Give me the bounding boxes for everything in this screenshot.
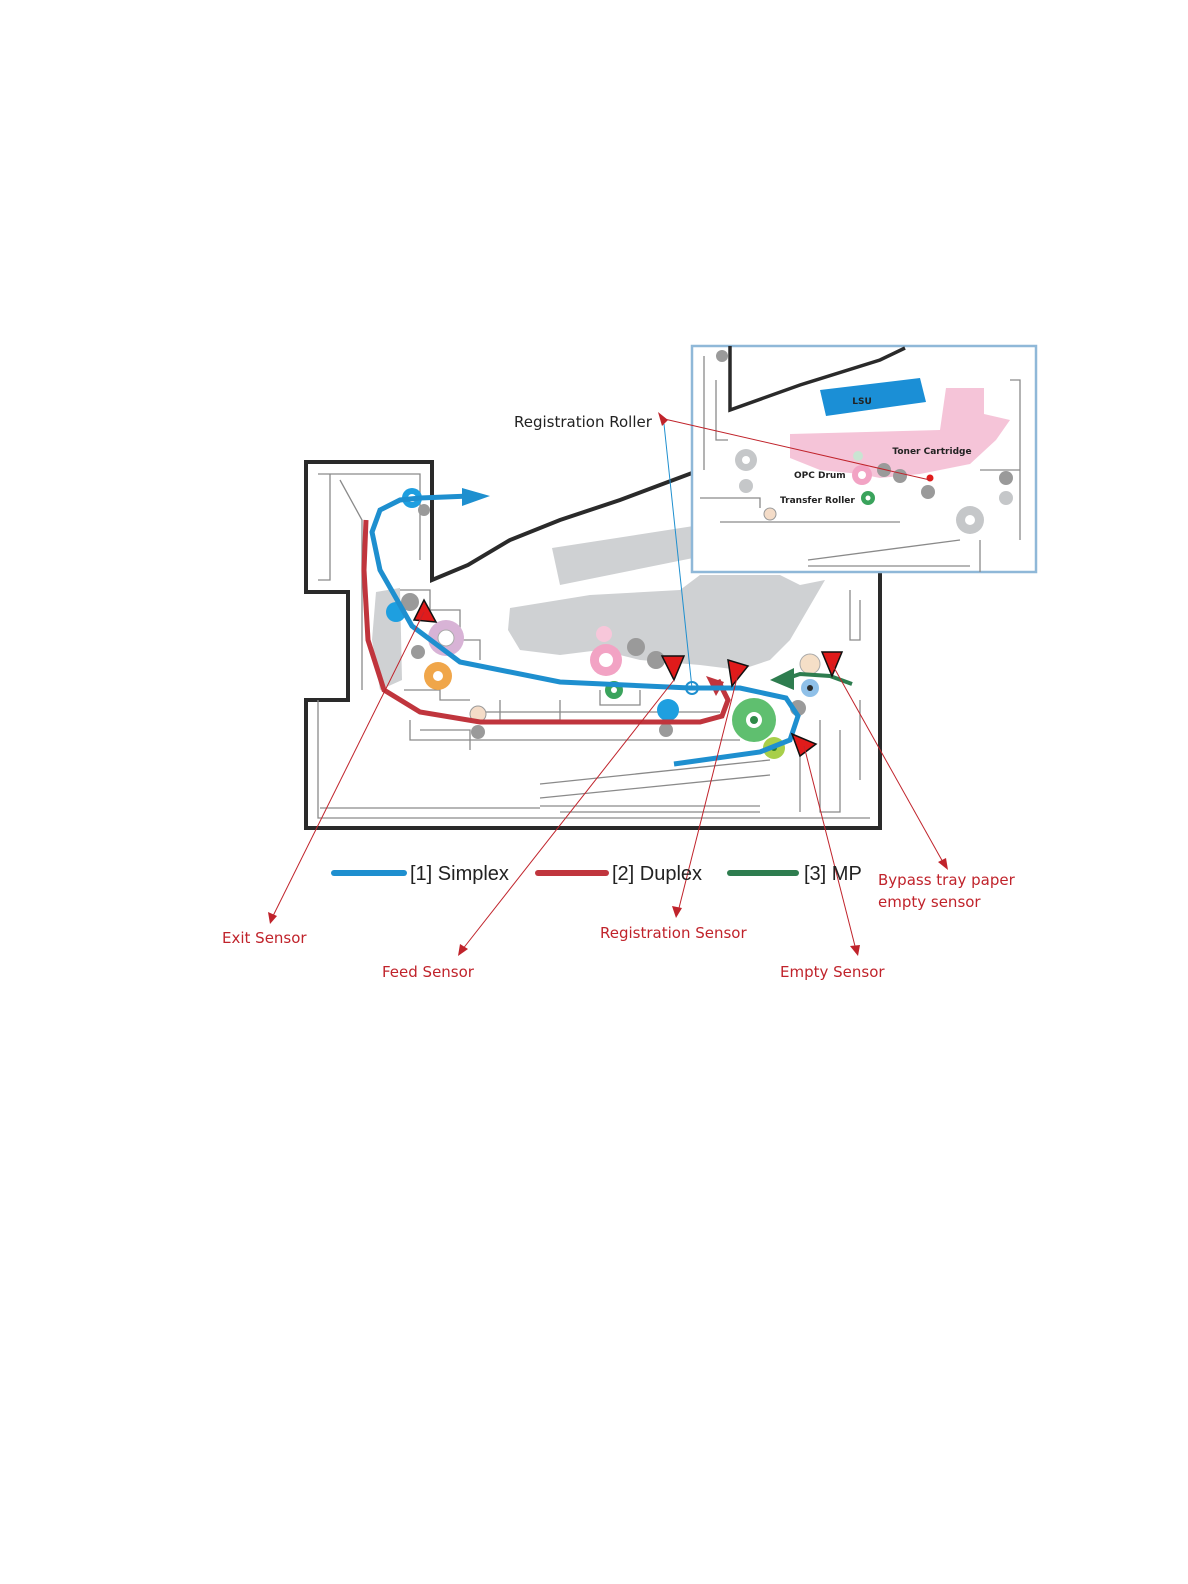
legend-simplex-label: [1] Simplex bbox=[410, 863, 509, 885]
legend-duplex-label: [2] Duplex bbox=[612, 863, 702, 885]
mp-pickup-roller bbox=[800, 654, 820, 674]
inset-supply-roller bbox=[893, 469, 907, 483]
registration-sensor-leader-tip bbox=[672, 906, 682, 918]
right-frame-outline bbox=[800, 590, 860, 812]
exit-pinch-roller bbox=[418, 504, 430, 516]
inset-registration-idler bbox=[921, 485, 935, 499]
pickup-roller-core bbox=[750, 716, 758, 724]
bypass-sensor-label-line1: Bypass tray paper bbox=[878, 871, 1016, 889]
supply-roller bbox=[647, 651, 665, 669]
duplex-guide-outline bbox=[410, 700, 740, 750]
registration-roller bbox=[657, 699, 679, 721]
legend: [1] Simplex [2] Duplex [3] MP bbox=[334, 863, 862, 885]
inset-charge-roller bbox=[853, 451, 863, 461]
inset-exit-roller bbox=[739, 479, 753, 493]
inset-transfer-label: Transfer Roller bbox=[780, 496, 855, 506]
legend-mp-label: [3] MP bbox=[804, 863, 862, 885]
opc-charge-roller bbox=[596, 626, 612, 642]
inset-developer-roller bbox=[877, 463, 891, 477]
transfer-roller-hub bbox=[611, 687, 617, 693]
registration-sensor-label: Registration Sensor bbox=[600, 924, 747, 942]
empty-sensor-leader bbox=[804, 746, 856, 950]
opc-drum-hub bbox=[599, 653, 613, 667]
developer-roller bbox=[627, 638, 645, 656]
bypass-sensor-label-line2: empty sensor bbox=[878, 893, 981, 911]
registration-idler bbox=[659, 723, 673, 737]
bypass-sensor-leader bbox=[832, 664, 944, 864]
bypass-sensor-leader-tip bbox=[938, 858, 948, 870]
empty-sensor-marker bbox=[792, 734, 816, 756]
inset-mp-feed-roller bbox=[999, 491, 1013, 505]
exit-sensor-label: Exit Sensor bbox=[222, 929, 307, 947]
mp-arrowhead bbox=[770, 668, 794, 690]
exit-sensor-leader-tip bbox=[268, 912, 277, 924]
feed-sensor-label: Feed Sensor bbox=[382, 963, 475, 981]
simplex-exit-arrowhead bbox=[462, 488, 490, 506]
registration-sensor-marker bbox=[662, 656, 684, 680]
registration-roller-label: Registration Roller bbox=[514, 413, 653, 431]
feed-sensor-leader-tip bbox=[458, 944, 468, 956]
inset-opc-label: OPC Drum bbox=[794, 471, 846, 481]
inset-lsu-label: LSU bbox=[852, 397, 872, 407]
inset-mp-roller bbox=[999, 471, 1013, 485]
inset-opc-drum-hub bbox=[858, 471, 866, 479]
inset-registration-point bbox=[927, 475, 934, 482]
inset-top-roller bbox=[716, 350, 728, 362]
empty-sensor-leader-tip bbox=[850, 945, 860, 956]
empty-sensor-label: Empty Sensor bbox=[780, 963, 885, 981]
inset-duplex-roller bbox=[764, 508, 776, 520]
duplex-idler-roller bbox=[471, 725, 485, 739]
inset-toner-label: Toner Cartridge bbox=[892, 447, 971, 457]
inset-zoom: LSU Toner Cartridge OPC Drum Transfer Ro… bbox=[692, 346, 1036, 572]
registration-roller-leader-tip bbox=[658, 412, 668, 426]
tray-outline bbox=[320, 760, 770, 812]
fuser-guide-roller bbox=[411, 645, 425, 659]
inset-transfer-hub bbox=[866, 496, 871, 501]
mp-feed-hub bbox=[807, 685, 813, 691]
inset-pickup-hub bbox=[965, 515, 975, 525]
fuser-heat-roller-hub bbox=[438, 630, 454, 646]
fuser-pressure-roller-hub bbox=[433, 671, 443, 681]
inset-fuser-hub bbox=[742, 456, 750, 464]
lsu-silhouette bbox=[552, 525, 708, 585]
